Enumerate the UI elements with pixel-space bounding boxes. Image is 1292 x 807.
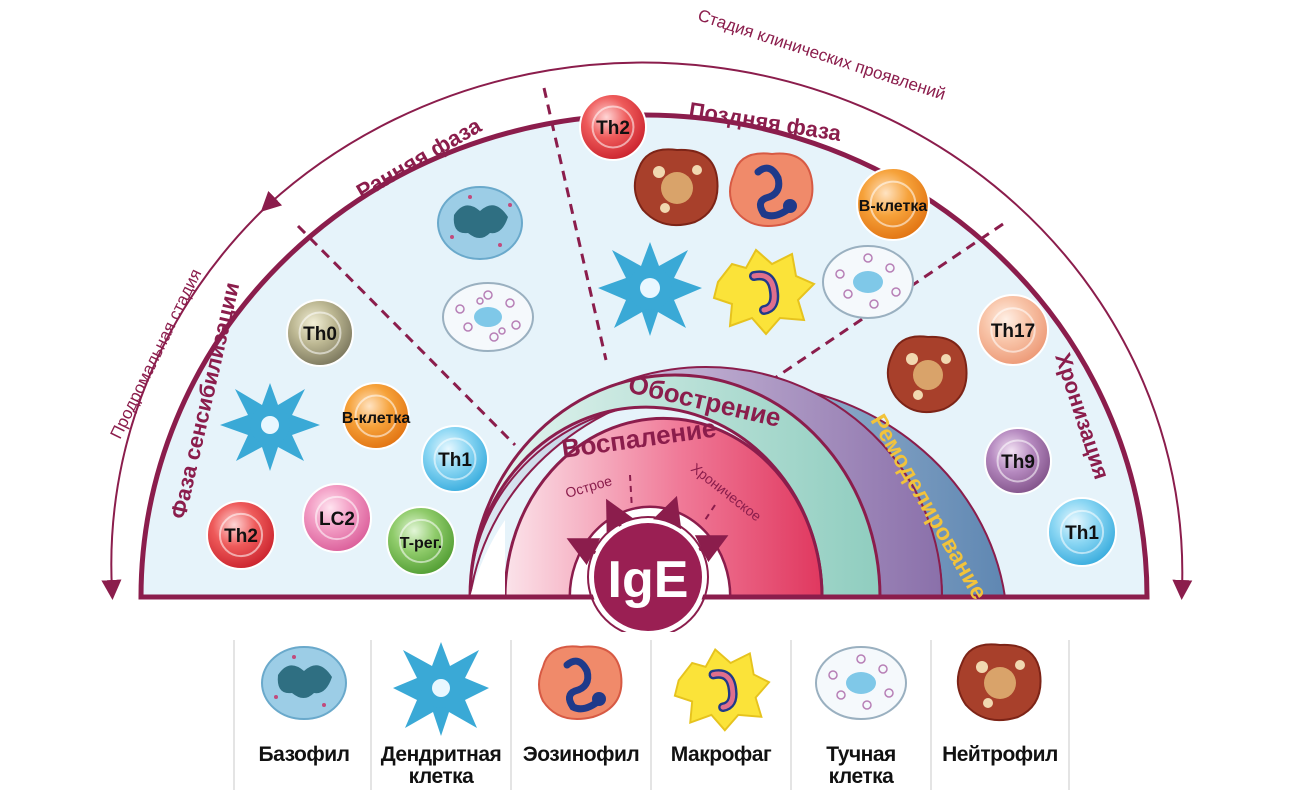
legend-separator bbox=[233, 640, 235, 790]
basophil-icon bbox=[254, 638, 354, 738]
legend-label-line1: Эозинофил bbox=[522, 743, 640, 766]
legend-item: Макрофаг bbox=[652, 636, 790, 801]
legend-panel bbox=[232, 632, 1072, 804]
legend-label-line1: Макрофаг bbox=[670, 743, 772, 766]
legend-item: Нейтрофил bbox=[931, 636, 1069, 801]
legend-separator bbox=[370, 640, 372, 790]
legend-label: Базофил bbox=[235, 744, 373, 766]
ige-label: IgE bbox=[608, 551, 689, 609]
macrophage-icon bbox=[671, 638, 771, 738]
cell-th2-top: Th2 bbox=[579, 93, 647, 161]
macrophage-illustration bbox=[712, 248, 816, 336]
cell-th9: Th9 bbox=[984, 427, 1052, 495]
neutrophil-illustration bbox=[633, 148, 719, 226]
cell-label: B-клетка bbox=[342, 410, 411, 427]
cell-treg: T-рег. bbox=[386, 506, 456, 576]
neutrophil-illustration-chronic bbox=[886, 335, 968, 413]
lymphocyte-cells: Th0B-клеткаTh1Th2LC2T-рег.Th2B-клеткаTh1… bbox=[206, 93, 1117, 576]
dendritic-cell-illustration bbox=[220, 383, 320, 471]
cell-label: Th1 bbox=[1065, 523, 1099, 544]
legend-label-line2: клетка bbox=[408, 765, 474, 788]
exacerbation-band bbox=[468, 373, 882, 599]
mast-cell-illustration-late bbox=[822, 245, 914, 319]
legend-item: Эозинофил bbox=[512, 636, 650, 801]
legend-separator bbox=[930, 640, 932, 790]
cell-th1-right: Th1 bbox=[1047, 497, 1117, 567]
inflammation-subdivider-2 bbox=[704, 504, 716, 521]
cell-label: T-рег. bbox=[400, 535, 442, 552]
cell-th2-left: Th2 bbox=[206, 500, 276, 570]
legend-label-line1: Тучная bbox=[826, 743, 896, 766]
legend-separator bbox=[1068, 640, 1070, 790]
clinical-arc-arrow bbox=[267, 61, 1193, 600]
legend-item: Базофил bbox=[235, 636, 373, 801]
legend-label-line1: Дендритная bbox=[380, 743, 502, 766]
cell-label: Th17 bbox=[991, 321, 1035, 342]
basophil-illustration bbox=[437, 186, 523, 260]
eosinophil-icon bbox=[531, 638, 631, 738]
mast-cell-icon bbox=[811, 638, 911, 738]
cell-label: Th0 bbox=[303, 324, 337, 345]
cell-label: LC2 bbox=[319, 509, 355, 530]
cell-th1-left: Th1 bbox=[421, 425, 489, 493]
cell-b-left: B-клетка bbox=[342, 382, 411, 450]
cell-label: Th9 bbox=[1001, 452, 1035, 473]
dendritic-cell-icon bbox=[391, 638, 491, 738]
cell-label: Th2 bbox=[224, 526, 258, 547]
cell-lc2: LC2 bbox=[302, 483, 372, 553]
dendritic-cell-illustration-late bbox=[598, 242, 702, 336]
legend-label-line1: Нейтрофил bbox=[942, 743, 1058, 766]
legend-label-line2: клетка bbox=[828, 765, 894, 788]
legend-separator bbox=[650, 640, 652, 790]
mast-cell-illustration bbox=[442, 282, 534, 352]
legend-separator bbox=[510, 640, 512, 790]
legend-separator bbox=[790, 640, 792, 790]
inflammation-subdivider bbox=[629, 474, 633, 511]
cell-label: B-клетка bbox=[859, 198, 928, 215]
prodromal-arc-arrow bbox=[101, 190, 283, 600]
legend-label: Макрофаг bbox=[652, 744, 790, 766]
inner-white-arc bbox=[470, 520, 505, 597]
cell-th17: Th17 bbox=[977, 294, 1049, 366]
cell-label: Th2 bbox=[596, 118, 630, 139]
clinical-stage-label: Стадия клинических проявлений bbox=[695, 6, 947, 104]
neutrophil-icon bbox=[950, 638, 1050, 738]
cell-th0: Th0 bbox=[286, 299, 354, 367]
legend-label: Нейтрофил bbox=[931, 744, 1069, 766]
cell-b-right: B-клетка bbox=[856, 167, 930, 241]
eosinophil-illustration bbox=[729, 152, 814, 227]
legend-label: Эозинофил bbox=[512, 744, 650, 766]
legend-label-line1: Базофил bbox=[258, 743, 350, 766]
cell-label: Th1 bbox=[438, 450, 472, 471]
